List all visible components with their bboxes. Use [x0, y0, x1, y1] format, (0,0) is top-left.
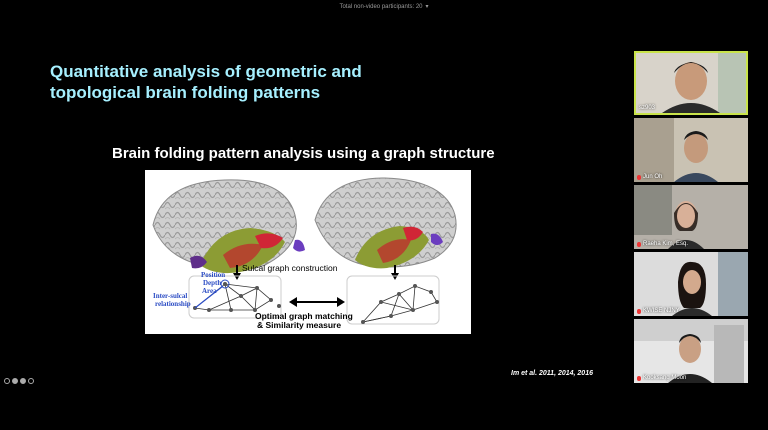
slide-dot-icon[interactable]: [12, 378, 18, 384]
participant-name: Kooksang Moon: [637, 375, 686, 381]
brain-left: [152, 179, 305, 274]
graph-construction-label: Sulcal graph construction: [242, 263, 338, 273]
slide-subtitle: Brain folding pattern analysis using a g…: [112, 145, 495, 162]
participant-video: [634, 118, 748, 182]
brain-right: [314, 177, 457, 269]
brain-figure: Sulcal graph construction Position Depth…: [145, 170, 471, 334]
prev-slide-icon[interactable]: [4, 378, 10, 384]
participant-video: [634, 252, 748, 316]
slide-dot-icon[interactable]: [20, 378, 26, 384]
next-slide-icon[interactable]: [28, 378, 34, 384]
mic-muted-icon: [637, 308, 641, 314]
label-area: Area: [202, 287, 217, 295]
participants-count-label: Total non-video participants: 20: [339, 4, 423, 10]
participant-tile[interactable]: Raeha Kim, Esq.: [634, 185, 748, 249]
participant-video: [634, 319, 748, 383]
brain-figure-svg: Sulcal graph construction Position Depth…: [152, 177, 457, 330]
slide-title: Quantitative analysis of geometric and t…: [50, 62, 362, 102]
participant-video: [636, 53, 746, 113]
participant-tile[interactable]: Kooksang Moon: [634, 319, 748, 383]
participant-name: KWISE NJNY: [637, 308, 680, 314]
label-position: Position: [201, 271, 225, 279]
participant-tile[interactable]: Jun Oh: [634, 118, 748, 182]
label-relationship-1: Inter-sulcal: [153, 292, 187, 300]
participant-video: [634, 185, 748, 249]
participant-tile[interactable]: KWISE NJNY: [634, 252, 748, 316]
graph-left: [188, 275, 282, 319]
label-depth: Depth: [203, 279, 221, 287]
citation: Im et al. 2011, 2014, 2016: [511, 370, 593, 377]
graph-right: [346, 275, 440, 325]
mic-muted-icon: [637, 241, 641, 247]
matching-label-1: Optimal graph matching: [255, 311, 353, 321]
matching-label-2: & Similarity measure: [257, 320, 341, 330]
participants-count-bar[interactable]: Total non-video participants: 20▾: [0, 3, 768, 10]
slide-controls[interactable]: [4, 378, 34, 384]
mic-muted-icon: [637, 174, 641, 180]
caret-down-icon[interactable]: ▾: [425, 4, 429, 10]
mic-muted-icon: [637, 375, 641, 381]
participant-name: sz903: [639, 105, 656, 111]
participant-name: Raeha Kim, Esq.: [637, 241, 688, 247]
label-relationship-2: relationship: [155, 300, 191, 308]
participant-name: Jun Oh: [637, 174, 662, 180]
participant-tile-active[interactable]: sz903: [634, 51, 748, 115]
